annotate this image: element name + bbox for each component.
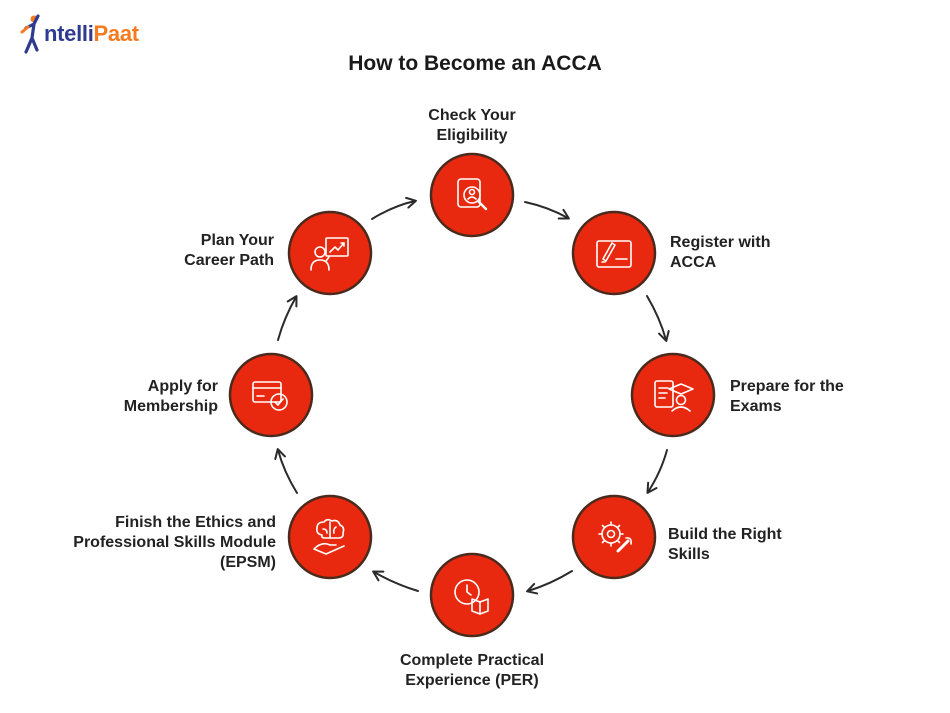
step-label: Plan Your Career Path (184, 232, 274, 269)
step-circle (429, 552, 515, 638)
search-document-icon (457, 178, 488, 211)
cycle-arrow (274, 448, 298, 494)
gear-wrench-icon (598, 521, 632, 553)
step-label: Register with ACCA (670, 234, 771, 271)
step-node (287, 494, 373, 580)
step-node (228, 352, 314, 438)
clock-book-icon (454, 579, 489, 615)
step-label: Complete Practical Experience (PER) (399, 652, 545, 689)
step-label: Check Your Eligibility (428, 107, 516, 144)
step-label: Finish the Ethics and Professional Skill… (73, 514, 276, 571)
cycle-arrow (372, 570, 419, 592)
step-circle (228, 352, 314, 438)
graduate-notes-icon (654, 380, 694, 412)
step-node (287, 210, 373, 296)
cycle-arrow (646, 295, 670, 342)
step-node (429, 552, 515, 638)
step-label: Prepare for the Exams (730, 378, 844, 415)
brand-logo: ntelliPaat (20, 12, 139, 56)
step-node (571, 494, 657, 580)
step-label: Build the Right Skills (668, 526, 782, 563)
logo-figure-icon (20, 14, 40, 54)
card-check-icon (252, 381, 288, 411)
signature-icon (596, 240, 632, 268)
cycle-arrow (646, 449, 668, 494)
cycle-arrow (526, 570, 573, 595)
brain-hand-icon (313, 518, 345, 555)
step-circle (287, 210, 373, 296)
step-circle (571, 210, 657, 296)
step-node (630, 352, 716, 438)
step-node (571, 210, 657, 296)
step-node (429, 152, 515, 238)
cycle-arrow (371, 196, 417, 220)
presenter-chart-icon (310, 237, 349, 271)
diagram-title: How to Become an ACCA (348, 52, 602, 75)
cycle-arrow (277, 295, 298, 341)
step-label: Apply for Membership (123, 378, 218, 415)
cycle-arrow (524, 201, 570, 220)
brand-name: ntelliPaat (44, 21, 139, 46)
